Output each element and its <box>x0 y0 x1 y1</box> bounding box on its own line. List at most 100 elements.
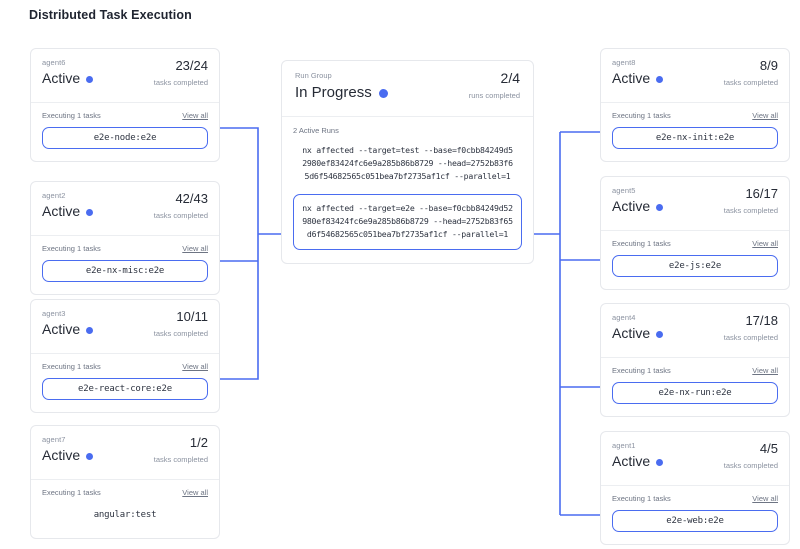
agent-status: Active <box>42 446 208 464</box>
task-pill[interactable]: e2e-web:e2e <box>612 510 778 532</box>
agent-status: Active <box>612 197 778 215</box>
agent-counts: 23/24 tasks completed <box>154 58 208 89</box>
run-command-test[interactable]: nx affected --target=test --base=f0cbb84… <box>302 145 513 181</box>
agent-card-header: agent8 Active 8/9 tasks completed <box>601 49 789 103</box>
agent-status: Active <box>42 320 208 338</box>
task-pill[interactable]: e2e-node:e2e <box>42 127 208 149</box>
status-dot-icon <box>656 203 664 211</box>
run-group-header: Run Group In Progress 2/4 runs completed <box>282 61 533 117</box>
tasks-count-label: tasks completed <box>153 211 208 220</box>
agent-status: Active <box>612 452 778 470</box>
agent-status-label: Active <box>612 453 651 469</box>
status-dot-icon <box>86 208 94 216</box>
agent-card-agent2[interactable]: agent2 Active 42/43 tasks completed Exec… <box>30 181 220 295</box>
agent-status-label: Active <box>42 203 81 219</box>
page-title: Distributed Task Execution <box>29 8 192 22</box>
tasks-count-label: tasks completed <box>723 78 778 87</box>
agent-card-header: agent2 Active 42/43 tasks completed <box>31 182 219 236</box>
executing-label: Executing 1 tasks <box>42 111 101 120</box>
run-group-status: In Progress <box>295 83 520 102</box>
agent-counts: 1/2 tasks completed <box>154 435 208 466</box>
agent-body-header: Executing 1 tasks View all <box>612 494 778 503</box>
runs-count: 2/4 <box>500 70 520 86</box>
agent-counts: 17/18 tasks completed <box>724 313 778 344</box>
status-dot-icon <box>656 458 664 466</box>
view-all-link[interactable]: View all <box>182 244 208 253</box>
agent-name: agent8 <box>612 58 636 67</box>
agent-status-label: Active <box>42 70 81 86</box>
agent-counts: 10/11 tasks completed <box>154 309 208 340</box>
task-pill[interactable]: e2e-react-core:e2e <box>42 378 208 400</box>
agent-card-body: Executing 1 tasks View all e2e-web:e2e <box>601 486 789 544</box>
agent-card-agent1[interactable]: agent1 Active 4/5 tasks completed Execut… <box>600 431 790 545</box>
agent-card-agent7[interactable]: agent7 Active 1/2 tasks completed Execut… <box>30 425 220 539</box>
agent-card-header: agent5 Active 16/17 tasks completed <box>601 177 789 231</box>
agent-card-header: agent1 Active 4/5 tasks completed <box>601 432 789 486</box>
agent-card-body: Executing 1 tasks View all angular:test <box>31 480 219 538</box>
active-runs-label: 2 Active Runs <box>293 126 339 135</box>
agent-name: agent2 <box>42 191 66 200</box>
agent-card-agent8[interactable]: agent8 Active 8/9 tasks completed Execut… <box>600 48 790 162</box>
agent-status-label: Active <box>42 321 81 337</box>
run-group-status-label: In Progress <box>295 84 372 101</box>
agent-name: agent3 <box>42 309 66 318</box>
agent-card-header: agent7 Active 1/2 tasks completed <box>31 426 219 480</box>
task-pill[interactable]: e2e-nx-run:e2e <box>612 382 778 404</box>
agent-card-header: agent4 Active 17/18 tasks completed <box>601 304 789 358</box>
run-command-e2e[interactable]: nx affected --target=e2e --base=f0cbb842… <box>293 194 522 250</box>
agent-card-agent5[interactable]: agent5 Active 16/17 tasks completed Exec… <box>600 176 790 290</box>
status-dot-icon <box>656 75 664 83</box>
run-group-label: Run Group <box>295 71 332 80</box>
agent-status: Active <box>612 324 778 342</box>
tasks-count-label: tasks completed <box>153 455 208 464</box>
task-label[interactable]: angular:test <box>93 510 157 520</box>
agent-status-label: Active <box>612 325 651 341</box>
agent-card-agent3[interactable]: agent3 Active 10/11 tasks completed Exec… <box>30 299 220 413</box>
agent-body-header: Executing 1 tasks View all <box>42 111 208 120</box>
status-dot-icon <box>86 452 94 460</box>
agent-card-body: Executing 1 tasks View all e2e-nx-misc:e… <box>31 236 219 294</box>
agent-card-agent4[interactable]: agent4 Active 17/18 tasks completed Exec… <box>600 303 790 417</box>
tasks-count: 42/43 <box>175 191 208 206</box>
agent-counts: 16/17 tasks completed <box>724 186 778 217</box>
tasks-count: 4/5 <box>759 441 778 456</box>
tasks-count-label: tasks completed <box>153 78 208 87</box>
tasks-count: 17/18 <box>745 313 778 328</box>
task-pill[interactable]: e2e-js:e2e <box>612 255 778 277</box>
tasks-count-label: tasks completed <box>723 461 778 470</box>
view-all-link[interactable]: View all <box>182 111 208 120</box>
view-all-link[interactable]: View all <box>752 239 778 248</box>
run-group-card[interactable]: Run Group In Progress 2/4 runs completed… <box>281 60 534 264</box>
agent-body-header: Executing 1 tasks View all <box>612 239 778 248</box>
agent-status-label: Active <box>612 198 651 214</box>
agent-card-body: Executing 1 tasks View all e2e-react-cor… <box>31 354 219 412</box>
status-dot-icon <box>86 75 94 83</box>
agent-name: agent4 <box>612 313 636 322</box>
task-pill[interactable]: e2e-nx-misc:e2e <box>42 260 208 282</box>
agent-name: agent6 <box>42 58 66 67</box>
executing-label: Executing 1 tasks <box>42 244 101 253</box>
agent-card-header: agent3 Active 10/11 tasks completed <box>31 300 219 354</box>
view-all-link[interactable]: View all <box>752 494 778 503</box>
agent-body-header: Executing 1 tasks View all <box>612 111 778 120</box>
view-all-link[interactable]: View all <box>752 366 778 375</box>
tasks-count-label: tasks completed <box>723 206 778 215</box>
view-all-link[interactable]: View all <box>752 111 778 120</box>
task-pill[interactable]: e2e-nx-init:e2e <box>612 127 778 149</box>
agent-name: agent7 <box>42 435 66 444</box>
tasks-count-label: tasks completed <box>153 329 208 338</box>
status-dot-icon <box>656 330 664 338</box>
executing-label: Executing 1 tasks <box>612 366 671 375</box>
agent-card-agent6[interactable]: agent6 Active 23/24 tasks completed Exec… <box>30 48 220 162</box>
view-all-link[interactable]: View all <box>182 362 208 371</box>
agent-status: Active <box>42 202 208 220</box>
agent-body-header: Executing 1 tasks View all <box>42 362 208 371</box>
agent-status-label: Active <box>42 447 81 463</box>
agent-counts: 4/5 tasks completed <box>724 441 778 472</box>
agent-card-header: agent6 Active 23/24 tasks completed <box>31 49 219 103</box>
executing-label: Executing 1 tasks <box>42 488 101 497</box>
view-all-link[interactable]: View all <box>182 488 208 497</box>
agent-status: Active <box>612 69 778 87</box>
tasks-count: 10/11 <box>176 309 208 324</box>
